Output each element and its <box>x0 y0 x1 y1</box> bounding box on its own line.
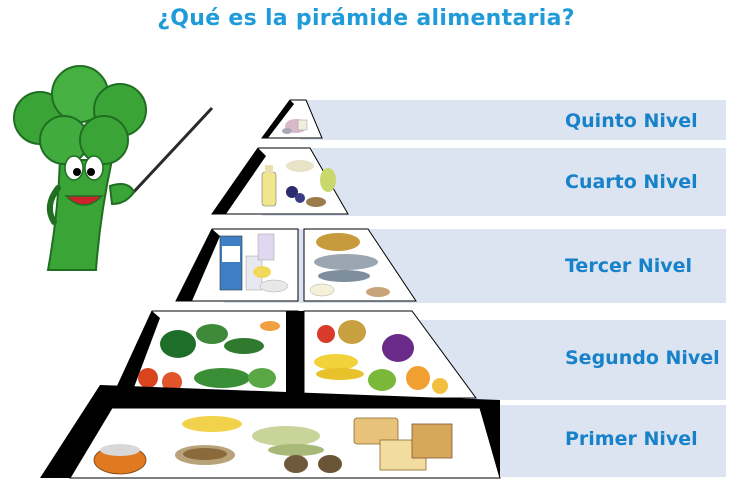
pyramid-tier-segundo <box>111 310 477 399</box>
level-label-quinto: Quinto Nivel <box>565 110 698 132</box>
level-label-primer: Primer Nivel <box>565 428 698 450</box>
page-title: ¿Qué es la pirámide alimentaria? <box>157 6 575 31</box>
pyramid-tier-tercer <box>175 228 417 302</box>
band-quinto <box>300 100 726 140</box>
level-label-tercer: Tercer Nivel <box>565 255 693 277</box>
level-label-segundo: Segundo Nivel <box>565 347 720 369</box>
pyramid-tier-quinto <box>261 99 323 139</box>
level-label-cuarto: Cuarto Nivel <box>565 171 698 193</box>
broccoli-pointer-icon <box>13 65 214 271</box>
pyramid-tier-primer <box>40 385 501 479</box>
pyramid-tier-cuarto <box>211 147 349 215</box>
